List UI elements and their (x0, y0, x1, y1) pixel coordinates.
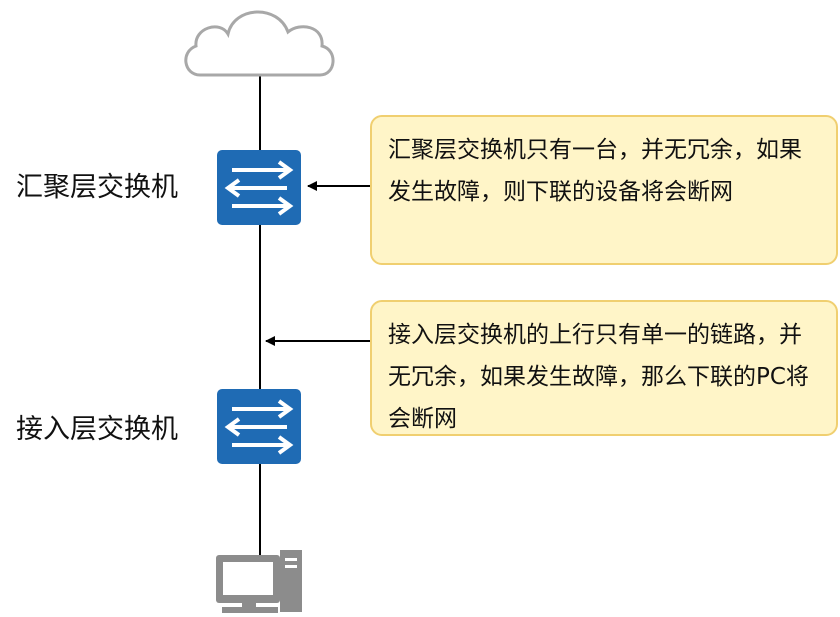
access-switch-label: 接入层交换机 (16, 414, 178, 445)
access-switch-icon (217, 389, 301, 464)
pc-icon (216, 550, 302, 613)
aggregation-switch-icon (217, 150, 301, 225)
access-uplink-callout: 接入层交换机的上行只有单一的链路，并无冗余，如果发生故障，那么下联的PC将会断网 (370, 300, 838, 436)
aggregation-callout: 汇聚层交换机只有一台，并无冗余，如果发生故障，则下联的设备将会断网 (370, 115, 838, 265)
aggregation-switch-label: 汇聚层交换机 (16, 172, 178, 203)
cloud-icon (184, 10, 335, 77)
